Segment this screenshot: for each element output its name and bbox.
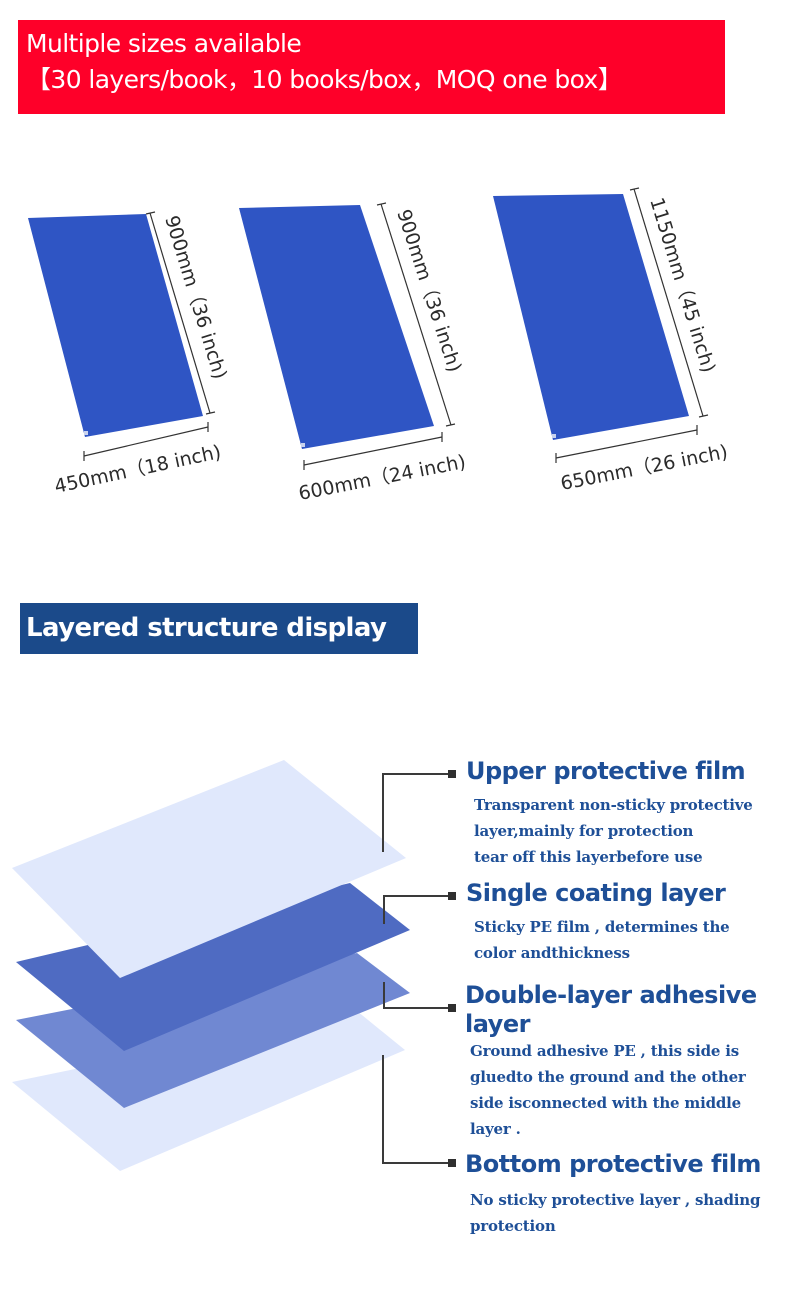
layer-1-title: Upper protective film xyxy=(466,757,746,785)
layer-3-description: Ground adhesive PE , this side is gluedt… xyxy=(470,1042,746,1138)
connector-double-adhesive xyxy=(383,982,456,1012)
layer-3-title: Double-layer adhesive layer xyxy=(465,981,757,1038)
sizes-banner-title: Multiple sizes available xyxy=(26,29,302,58)
layer-bottom-protective-film xyxy=(12,1011,405,1171)
connector-single-coating xyxy=(383,892,456,924)
mat-2-sheet xyxy=(239,205,434,449)
layer-1-description: Transparent non-sticky protective layer,… xyxy=(474,796,753,866)
sizes-banner-packaging: 【30 layers/book，10 books/box，MOQ one box… xyxy=(26,65,623,94)
mat-size-illustrations: 900mm（36 inch) 450mm（18 inch) 900mm（36 i… xyxy=(28,187,730,505)
layer-4-description: No sticky protective layer , shading pro… xyxy=(470,1191,761,1235)
structure-banner-title: Layered structure display xyxy=(26,613,387,643)
mat-3-sheet xyxy=(493,194,689,440)
mat-3-width-label: 650mm（26 inch) xyxy=(559,441,730,495)
connector-upper xyxy=(382,770,456,852)
layer-2-title: Single coating layer xyxy=(466,879,726,907)
layer-upper-protective-film xyxy=(12,760,406,978)
structure-banner: Layered structure display xyxy=(20,603,418,654)
layer-2-description: Sticky PE film , determines the color an… xyxy=(474,918,730,962)
sizes-banner: Multiple sizes available 【30 layers/book… xyxy=(18,20,725,114)
mat-2: 900mm（36 inch) 600mm（24 inch) xyxy=(239,202,468,505)
mat-1-sheet xyxy=(28,214,203,437)
layer-4-title: Bottom protective film xyxy=(465,1150,761,1178)
mat-2-width-label: 600mm（24 inch) xyxy=(297,451,468,505)
layer-double-adhesive xyxy=(16,953,410,1108)
mat-1: 900mm（36 inch) 450mm（18 inch) xyxy=(28,211,231,498)
mat-3: 1150mm（45 inch) 650mm（26 inch) xyxy=(493,187,730,495)
mat-1-width-label: 450mm（18 inch) xyxy=(52,441,223,498)
connector-bottom xyxy=(382,1055,456,1167)
layer-single-coating xyxy=(16,883,410,1051)
